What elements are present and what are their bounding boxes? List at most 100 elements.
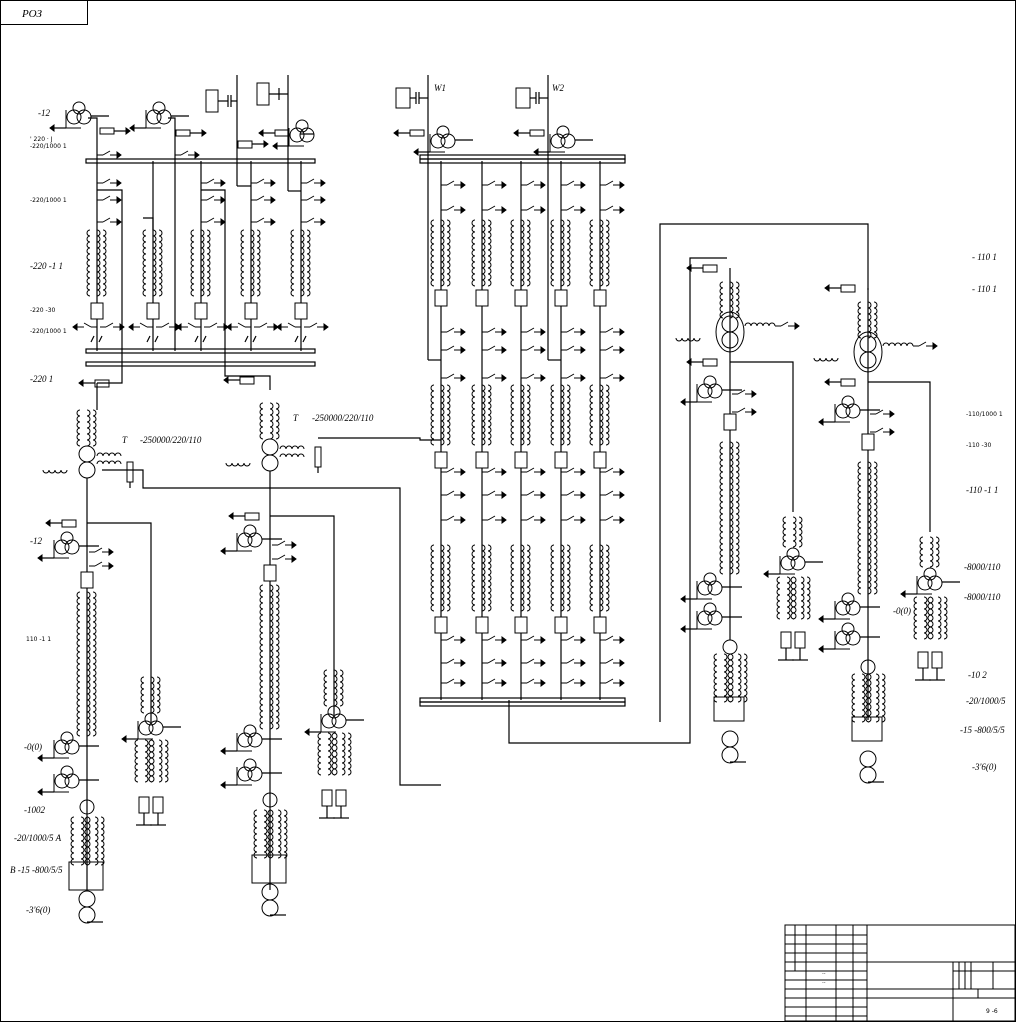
surge-arrester — [274, 129, 290, 137]
ct-coil — [446, 219, 451, 287]
ground-arrow-icon — [228, 512, 234, 520]
switch-blade — [256, 217, 265, 223]
current-transformer-stack — [589, 219, 610, 287]
current-transformer-stack — [471, 544, 492, 612]
grounding-switch — [301, 217, 326, 226]
grounding-switch — [441, 490, 466, 499]
ground-arrow-icon — [220, 179, 226, 187]
current-transformer-stack — [782, 516, 803, 548]
ct-coil — [471, 219, 476, 287]
ct-coil — [566, 544, 571, 612]
grounding-switch — [175, 150, 200, 159]
switch-blade — [875, 409, 884, 415]
current-transformer-stack — [510, 544, 531, 612]
ground-arrow-icon — [818, 418, 824, 426]
circuit-breaker — [514, 289, 528, 307]
ground-arrow-icon — [460, 328, 466, 336]
ct-coil — [277, 809, 282, 859]
grounding-switch — [521, 205, 546, 214]
wire — [868, 381, 931, 532]
label-w1: W1 — [434, 83, 446, 93]
grounding-switch — [870, 427, 895, 436]
label-bus-top-a: ' 220 · J — [30, 136, 53, 143]
wire — [87, 522, 152, 722]
ct-coil — [275, 402, 280, 440]
ground-arrow-icon — [932, 342, 938, 350]
ct-coil — [520, 219, 525, 287]
current-transformer-stack — [190, 229, 211, 297]
ct-coil — [148, 739, 153, 783]
switch-blade — [566, 180, 575, 186]
grounding-switch — [482, 327, 507, 336]
ct-coil — [430, 384, 435, 446]
ground-arrow-icon — [108, 562, 114, 570]
vt-winding-star — [845, 630, 861, 646]
vt-winding-star — [697, 610, 713, 626]
current-transformer-stack — [510, 219, 531, 287]
ground-arrow-icon — [176, 323, 182, 331]
ct-coil — [86, 229, 91, 297]
ct-coil — [792, 516, 797, 548]
vt-winding-delta — [841, 592, 855, 606]
switch-blade — [309, 322, 318, 328]
switch-blade — [446, 635, 455, 641]
synchronous-compensator — [205, 89, 219, 113]
ct-coil — [76, 591, 81, 737]
ground-arrow-icon — [501, 328, 507, 336]
vt-winding-star — [54, 739, 70, 755]
switch-blade — [566, 678, 575, 684]
switch-blade — [446, 490, 455, 496]
reactor-coil — [744, 322, 776, 327]
ct-coil — [430, 544, 435, 612]
ground-arrow-icon — [323, 323, 329, 331]
switch-blade — [566, 373, 575, 379]
ground-arrow-icon — [37, 788, 43, 796]
vt-winding-star — [430, 133, 446, 149]
current-transformer-stack — [259, 584, 280, 730]
vt-winding-delta — [243, 724, 257, 738]
label-vt-0: -0(0) — [24, 742, 42, 752]
ground-arrow-icon — [580, 491, 586, 499]
label-aux-transformer-right: -3'6(0) — [972, 762, 996, 772]
ground-arrow-icon — [540, 206, 546, 214]
voltage-transformer — [145, 101, 172, 129]
grounding-switch — [561, 658, 586, 667]
current-transformer-stack — [550, 384, 571, 446]
surge-arrester — [314, 446, 322, 468]
switch-blade — [605, 180, 614, 186]
current-transformer-stack — [919, 536, 940, 568]
circuit-breaker — [861, 433, 875, 451]
surge-arrester — [99, 127, 115, 135]
switch-blade — [102, 178, 111, 184]
wire — [168, 117, 176, 161]
current-limiting-reactor — [79, 799, 95, 815]
switch-blade — [94, 547, 103, 553]
grounding-switch — [521, 515, 546, 524]
vt-winding-delta — [703, 602, 717, 616]
label-reactor: -1002 — [24, 805, 45, 815]
ct-coil — [599, 219, 604, 287]
ground-arrow-icon — [619, 346, 625, 354]
ground-arrow-icon — [270, 179, 276, 187]
load-resistor — [335, 789, 347, 807]
switch-blade — [487, 467, 496, 473]
grounding-switch — [600, 635, 625, 644]
ground-arrow-icon — [501, 516, 507, 524]
ct-coil — [520, 384, 525, 446]
transformer-winding-star — [78, 890, 96, 908]
vt-winding-star — [237, 532, 253, 548]
grounding-switch — [561, 515, 586, 524]
switch-blade — [259, 322, 268, 328]
ground-arrow-icon — [201, 129, 207, 137]
reactor-coil — [42, 469, 68, 474]
reactor-coil — [675, 337, 701, 342]
vt-winding-delta — [841, 395, 855, 409]
vt-winding-star — [148, 720, 164, 736]
disconnector — [294, 335, 299, 343]
ct-coil — [267, 809, 272, 859]
load-resistor — [780, 631, 792, 649]
circuit-breaker — [90, 302, 104, 320]
switch-blade — [287, 322, 296, 328]
label-bus-220: -220 1 — [30, 374, 53, 384]
vt-winding-star — [790, 555, 806, 571]
